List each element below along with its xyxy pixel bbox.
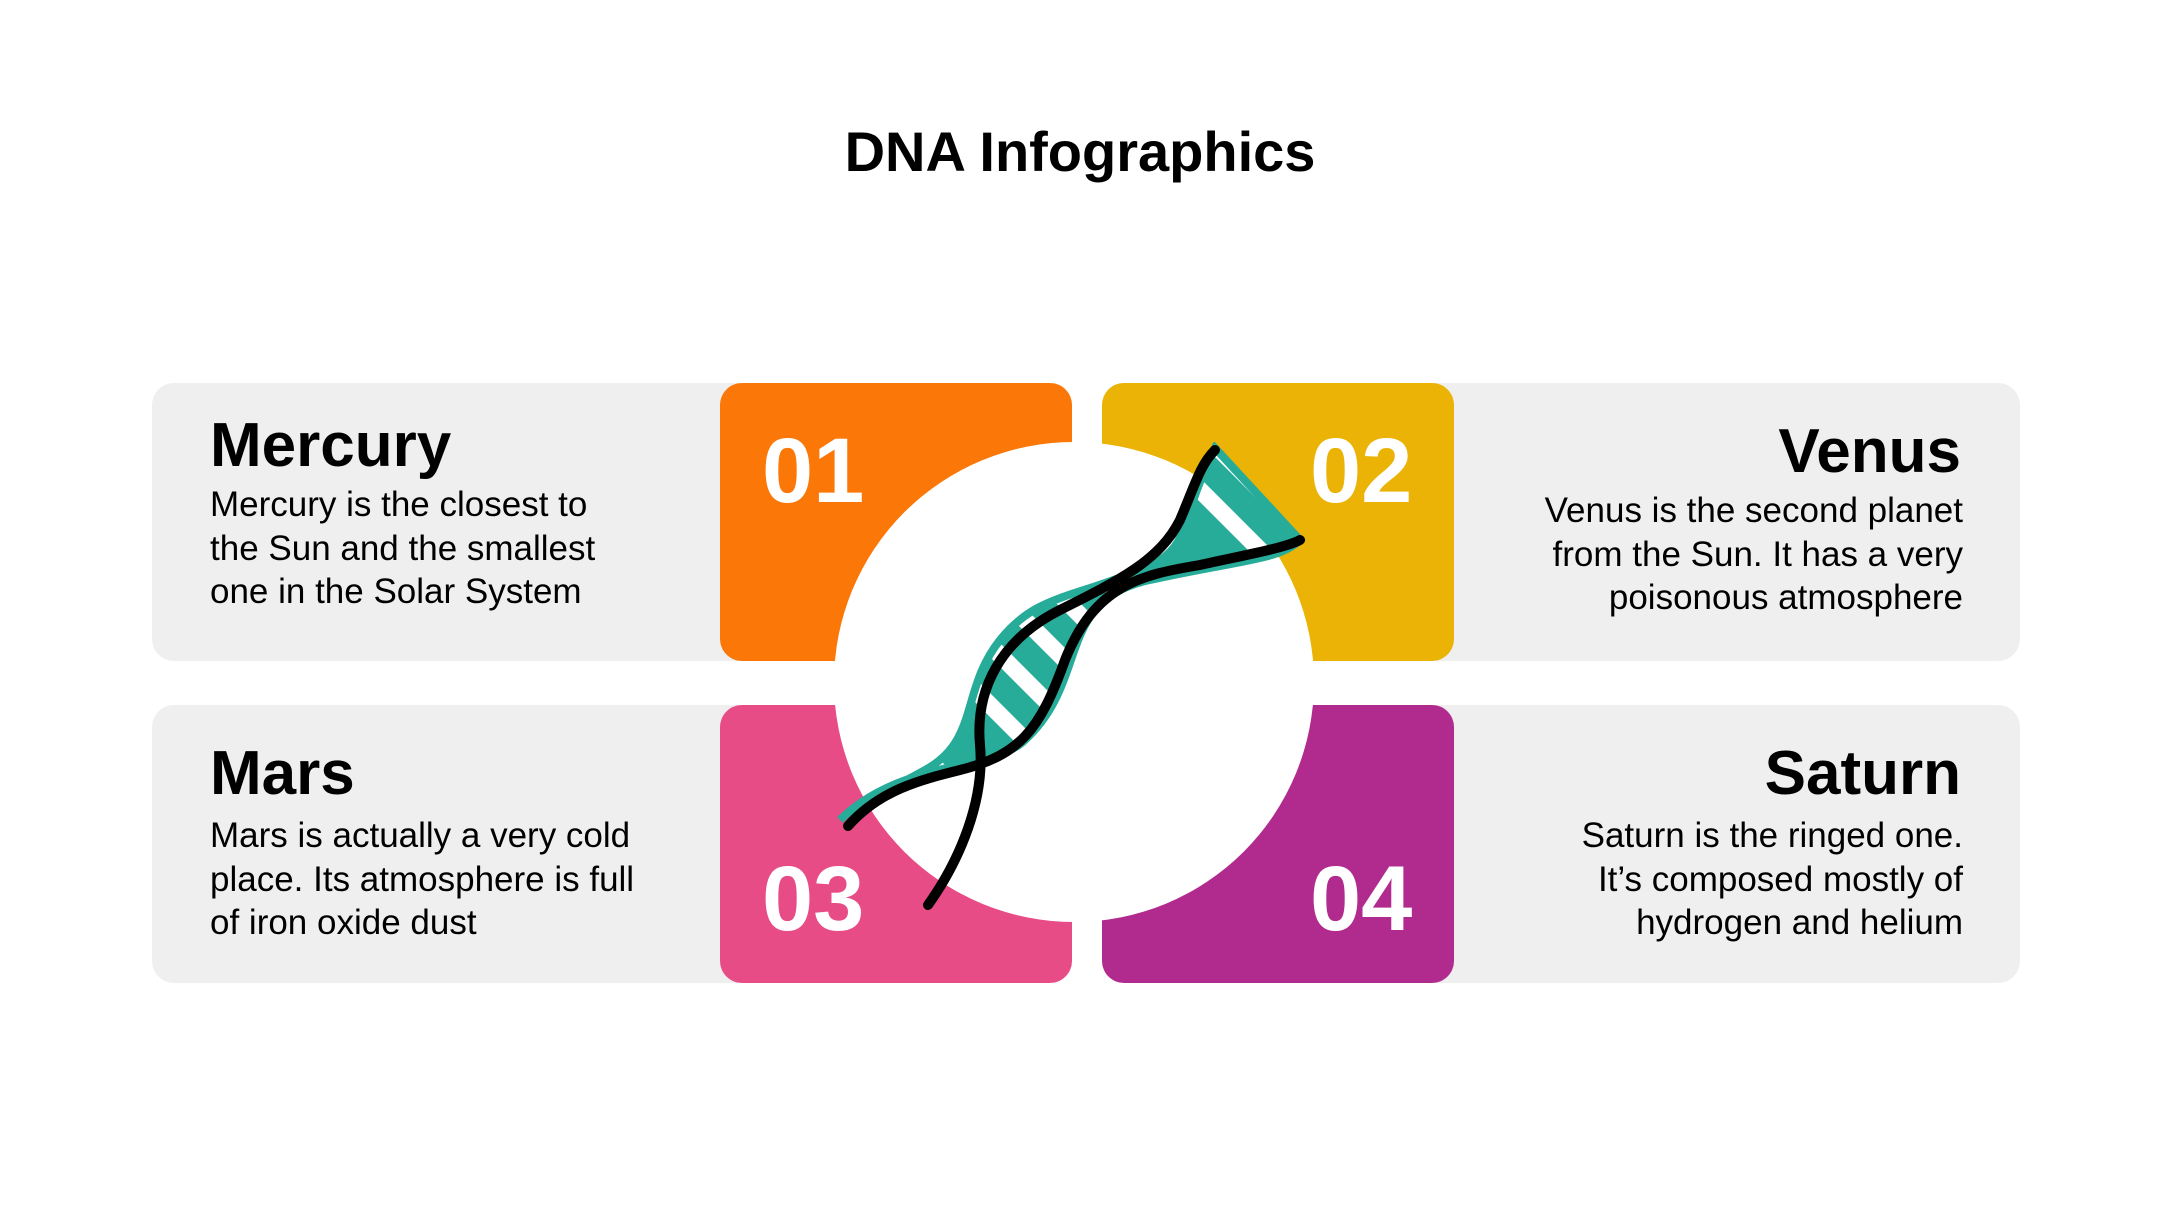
card-number: 04: [1310, 848, 1413, 950]
card-panel-saturn: [1400, 705, 2020, 983]
card-title: Mars: [210, 739, 355, 808]
card-number: 02: [1310, 420, 1413, 522]
card-description: Mercury is the closest to the Sun and th…: [210, 485, 596, 611]
card-panel-mercury: [152, 383, 772, 661]
card-title: Mercury: [210, 411, 452, 480]
card-panel-venus: [1400, 383, 2020, 661]
dna-icon: [837, 442, 1306, 910]
card-panel-mars: [152, 705, 772, 983]
page-title: DNA Infographics: [844, 120, 1316, 183]
card-description: Mars is actually a very cold place. Its …: [210, 816, 635, 942]
card-description: Saturn is the ringed one. It’s composed …: [1581, 816, 1963, 942]
card-title: Saturn: [1764, 739, 1961, 808]
card-number: 03: [762, 848, 865, 950]
card-description: Venus is the second planet from the Sun.…: [1544, 491, 1963, 617]
card-title: Venus: [1778, 417, 1961, 486]
card-number: 01: [762, 420, 865, 522]
